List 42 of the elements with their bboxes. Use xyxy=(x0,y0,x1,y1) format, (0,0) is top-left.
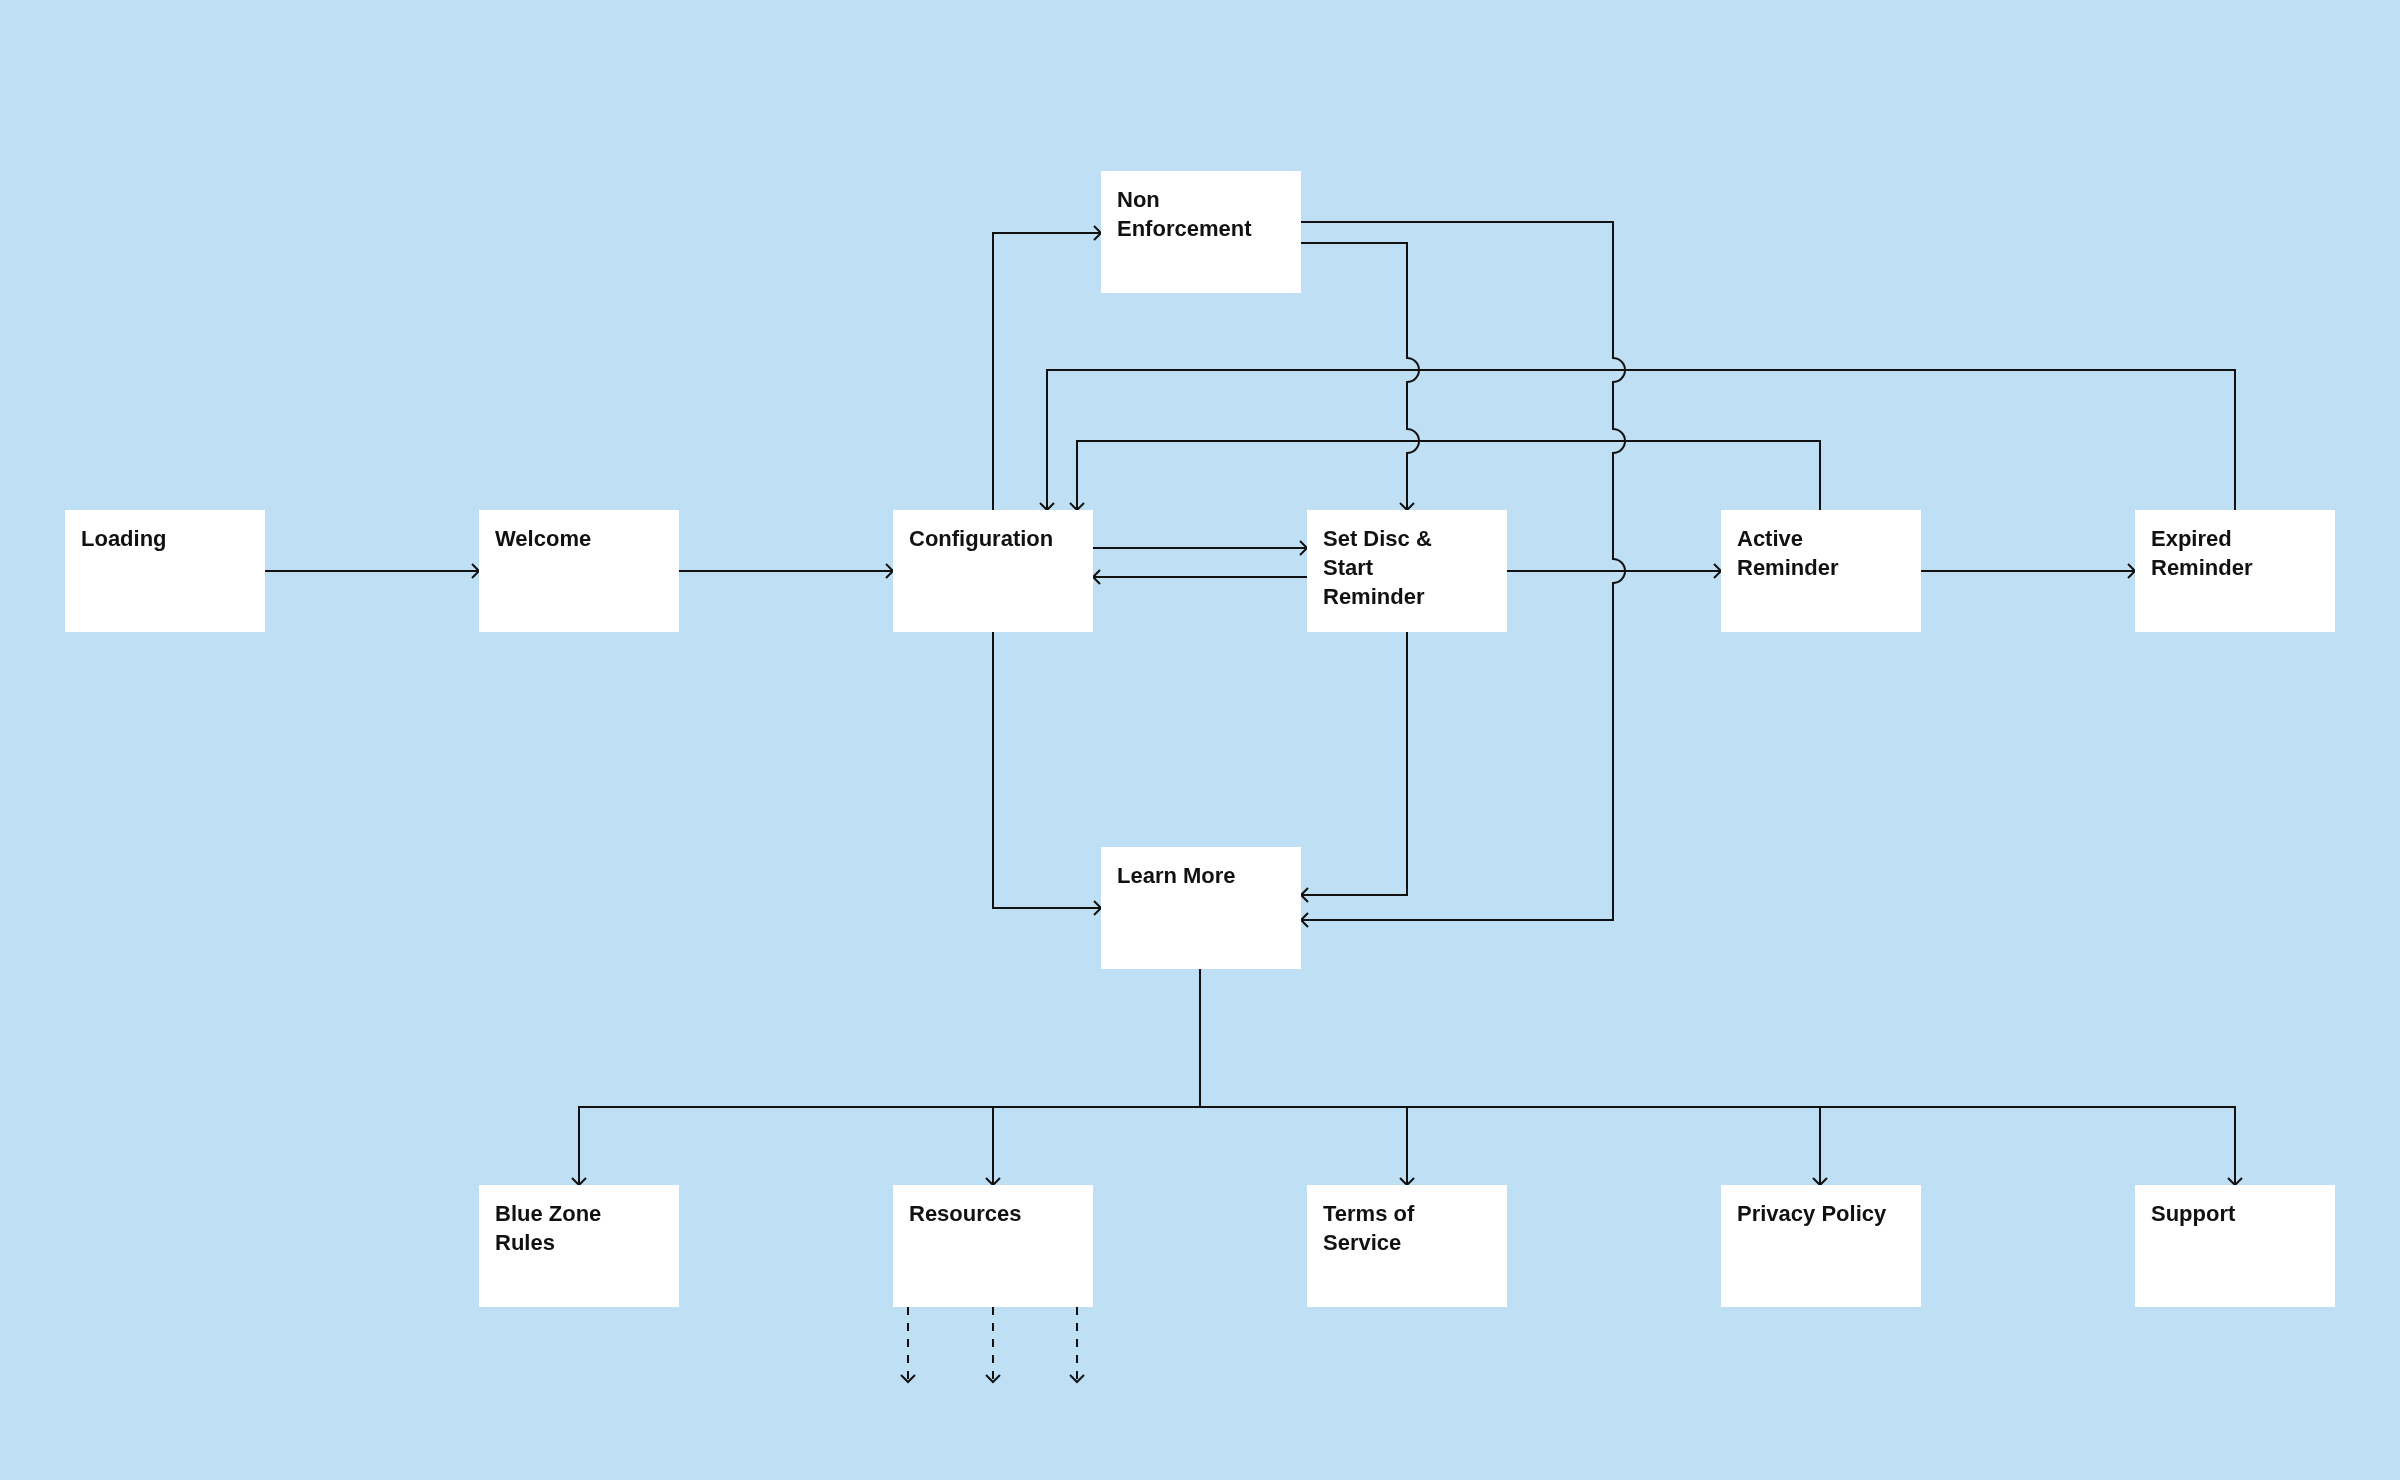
screen-box xyxy=(2135,510,2335,632)
arrow xyxy=(992,225,1102,511)
arrow xyxy=(1300,631,1408,903)
arrow xyxy=(1300,221,1626,928)
screen-title: Expired Reminder xyxy=(2151,525,2254,582)
screen-box xyxy=(1721,1185,1921,1307)
dashed-arrow xyxy=(985,1306,1001,1383)
screen-title: Loading xyxy=(81,525,168,553)
arrow xyxy=(1039,369,2236,511)
screen-box xyxy=(479,1185,679,1307)
screen-box xyxy=(1101,171,1301,293)
screen-title: Active Reminder xyxy=(1737,525,1840,582)
screen-title: Terms of Service xyxy=(1323,1200,1416,1257)
arrow xyxy=(992,631,1102,916)
screen-box xyxy=(893,1185,1093,1307)
screen-title: Blue Zone Rules xyxy=(495,1200,603,1257)
arrow xyxy=(1092,540,1308,556)
arrow xyxy=(1300,242,1420,511)
arrow xyxy=(1092,569,1308,585)
screen-box xyxy=(479,510,679,632)
screen-title: Privacy Policy xyxy=(1737,1200,1888,1228)
dashed-arrow xyxy=(1069,1306,1085,1383)
dashed-arrow xyxy=(900,1306,916,1383)
screen-title: Set Disc & Start Reminder xyxy=(1323,525,1433,611)
screen-title: Learn More xyxy=(1117,862,1237,890)
screen-title: Support xyxy=(2151,1200,2237,1228)
screen-title: Non Enforcement xyxy=(1117,186,1253,243)
screen-title: Resources xyxy=(909,1200,1023,1228)
screen-box xyxy=(893,510,1093,632)
arrow xyxy=(1506,563,1722,579)
screen-title: Configuration xyxy=(909,525,1055,553)
screen-box xyxy=(1307,1185,1507,1307)
screen-box xyxy=(1307,510,1507,632)
arrow xyxy=(1920,563,2136,579)
screen-box xyxy=(65,510,265,632)
screen-box xyxy=(1721,510,1921,632)
arrow xyxy=(678,563,894,579)
arrow xyxy=(1069,440,1821,511)
arrow xyxy=(264,563,480,579)
screen-title: Welcome xyxy=(495,525,593,553)
screen-box xyxy=(1101,847,1301,969)
screen-box xyxy=(2135,1185,2335,1307)
